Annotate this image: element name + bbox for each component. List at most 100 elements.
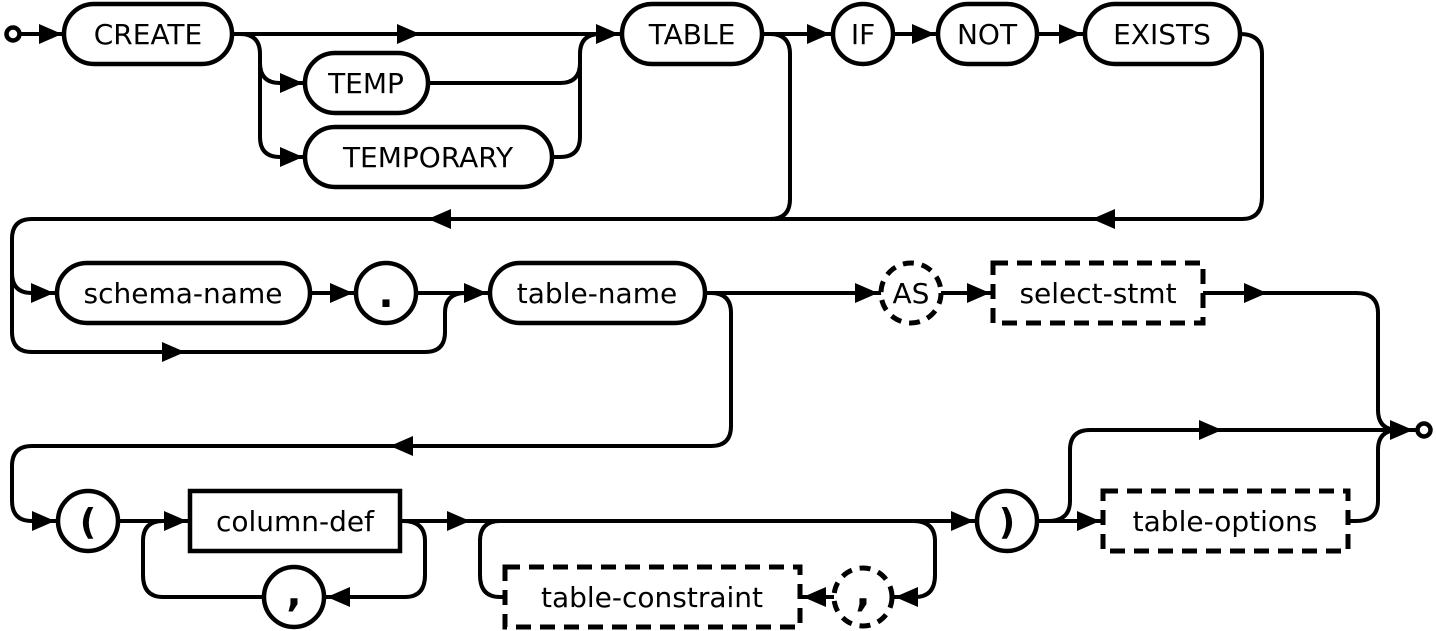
arrowhead-icon	[31, 283, 54, 303]
arrowhead-icon	[390, 436, 413, 456]
wire-tableoptions-ascent	[1348, 428, 1399, 523]
node-comma-constraint-loop: ,	[831, 565, 895, 629]
wire-columndef-loop-left	[141, 519, 264, 599]
create-label: CREATE	[94, 18, 202, 51]
arrowhead-icon	[39, 24, 62, 44]
open-paren-label: (	[80, 502, 96, 543]
arrowhead-icon	[428, 209, 451, 229]
wire-temp-exit	[428, 62, 582, 85]
arrowhead-icon	[912, 24, 935, 44]
arrowhead-icon	[280, 147, 303, 167]
node-table-constraint[interactable]: table-constraint	[502, 564, 803, 630]
table-name-bubble	[487, 260, 708, 326]
dot-bubble	[353, 260, 419, 326]
temporary-label: TEMPORARY	[342, 141, 514, 174]
node-dot-punctuation: .	[353, 260, 419, 326]
select-stmt-label[interactable]: select-stmt	[1019, 277, 1176, 310]
column-def-label[interactable]: column-def	[216, 505, 375, 538]
wire-constraint-loop-left	[478, 519, 505, 599]
node-table-options[interactable]: table-options	[1100, 488, 1351, 554]
arrowhead-icon	[447, 511, 470, 531]
wire-columndef-loop-right	[326, 519, 427, 599]
schema-name-bubble	[54, 260, 313, 326]
arrowhead-icon	[162, 342, 185, 362]
node-comma-column-loop: ,	[261, 564, 327, 630]
arrowhead-icon	[967, 283, 990, 303]
wire-schema-bypass	[32, 291, 466, 354]
arrowhead-icon	[32, 511, 55, 531]
node-create-keyword: CREATE	[61, 1, 235, 67]
node-if-keyword: IF	[830, 1, 896, 67]
not-label: NOT	[957, 18, 1018, 51]
wire-branch-merge	[578, 32, 623, 137]
not-bubble	[935, 1, 1040, 67]
wire-table-descent	[769, 32, 792, 221]
arrowhead-icon	[855, 283, 878, 303]
as-bubble	[878, 260, 944, 326]
node-open-paren: (	[55, 488, 121, 554]
wire-exists-descent	[1239, 32, 1264, 221]
column-def-box[interactable]	[187, 488, 403, 554]
wire-constraint-loop-right	[894, 519, 937, 599]
node-select-stmt[interactable]: select-stmt	[990, 260, 1206, 326]
comma-column-label: ,	[286, 570, 301, 616]
table-label: TABLE	[648, 18, 736, 51]
arrowhead-icon	[1390, 420, 1413, 440]
close-paren-label: )	[999, 502, 1015, 543]
if-bubble	[830, 1, 896, 67]
node-temporary-keyword: TEMPORARY	[302, 124, 555, 190]
arrowhead-icon	[1059, 24, 1082, 44]
close-paren-bubble	[974, 488, 1040, 554]
comma-column-bubble	[261, 564, 327, 630]
comma-constraint-bubble	[831, 565, 895, 629]
node-column-def[interactable]: column-def	[187, 488, 403, 554]
table-options-box[interactable]	[1100, 488, 1351, 554]
table-bubble	[619, 1, 765, 67]
arrowhead-icon	[330, 283, 353, 303]
table-name-label: table-name	[517, 277, 677, 310]
wire-temp-entry	[258, 62, 306, 85]
wire-temporary-exit	[552, 136, 582, 159]
open-paren-bubble	[55, 488, 121, 554]
temp-label: TEMP	[327, 67, 404, 100]
dot-label: .	[378, 271, 393, 317]
schema-name-label: schema-name	[84, 277, 283, 310]
arrowhead-icon	[807, 24, 830, 44]
node-close-paren: )	[974, 488, 1040, 554]
table-constraint-box[interactable]	[502, 564, 803, 630]
wire-left-descent-row2	[10, 217, 33, 354]
create-bubble	[61, 1, 235, 67]
wire-row3-entry	[10, 444, 711, 523]
table-constraint-label[interactable]: table-constraint	[541, 581, 763, 614]
temp-bubble	[302, 50, 431, 116]
arrowhead-icon	[1244, 283, 1267, 303]
node-as-keyword-optional: AS	[878, 260, 944, 326]
if-label: IF	[851, 18, 875, 51]
arrowhead-icon	[327, 587, 350, 607]
wire-temp-branch	[239, 32, 306, 159]
node-table-name: table-name	[487, 260, 708, 326]
node-schema-name: schema-name	[54, 260, 313, 326]
arrowhead-icon	[803, 587, 826, 607]
as-label: AS	[893, 277, 930, 310]
arrowhead-icon	[1077, 511, 1100, 531]
arrowhead-icon	[596, 24, 619, 44]
node-not-keyword: NOT	[935, 1, 1040, 67]
select-stmt-box[interactable]	[990, 260, 1206, 326]
arrowhead-icon	[951, 511, 974, 531]
node-exists-keyword: EXISTS	[1082, 1, 1243, 67]
arrowhead-icon	[164, 511, 187, 531]
arrowhead-icon	[280, 73, 303, 93]
arrowhead-icon	[464, 283, 487, 303]
arrowhead-icon	[895, 587, 918, 607]
table-options-label[interactable]: table-options	[1133, 505, 1318, 538]
exists-label: EXISTS	[1113, 18, 1211, 51]
comma-constraint-label: ,	[855, 570, 870, 616]
wire-select-end-descent	[1203, 291, 1399, 432]
connector-wires	[10, 32, 1417, 599]
start-terminal	[4, 25, 22, 43]
arrowhead-icon	[397, 24, 420, 44]
temporary-bubble	[302, 124, 555, 190]
exists-bubble	[1082, 1, 1243, 67]
